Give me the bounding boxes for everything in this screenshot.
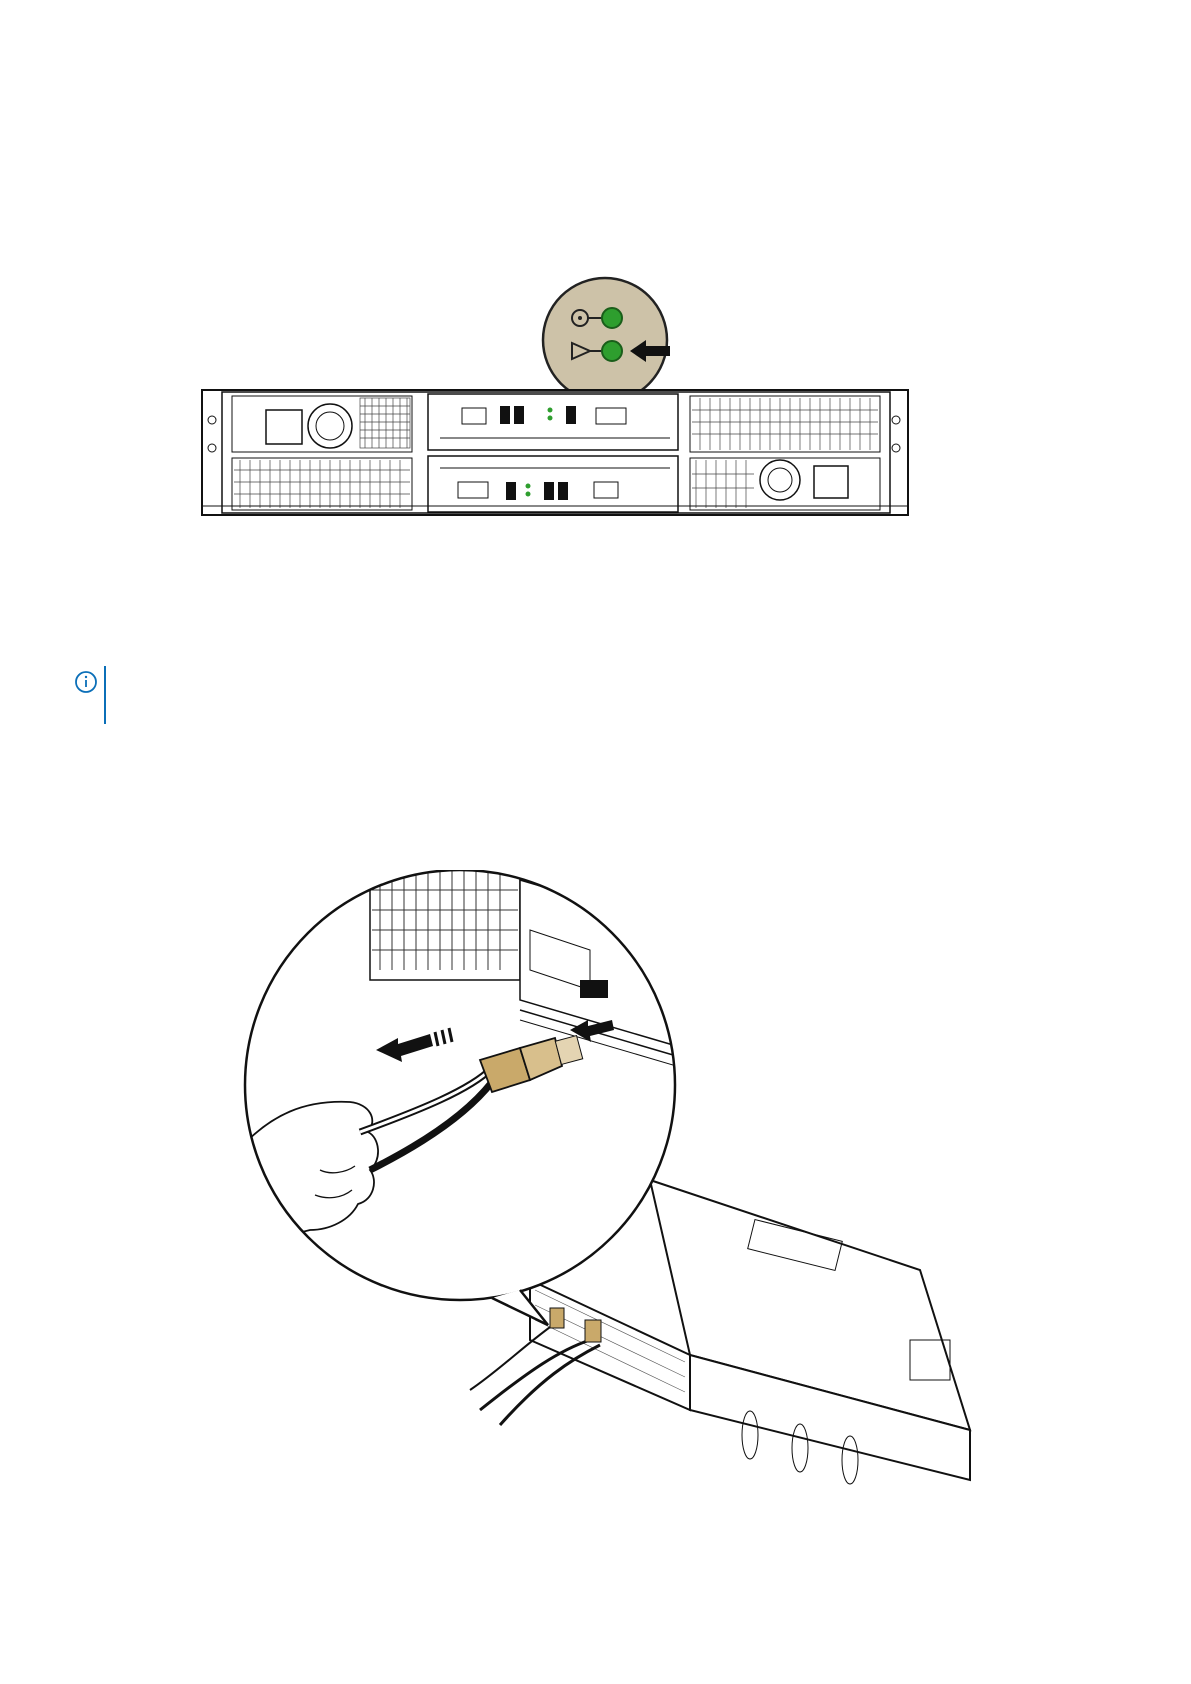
magnified-view: [230, 870, 690, 1325]
enclosure-rear-view-figure: [200, 270, 1000, 570]
note-accent-bar: [104, 666, 106, 724]
fault-led: [602, 341, 622, 361]
info-icon: [74, 670, 98, 694]
controller-module-top: [428, 394, 678, 450]
cable-removal-figure: [230, 870, 1010, 1490]
note-block: [74, 666, 154, 726]
enclosure-chassis: [202, 390, 908, 515]
power-led: [602, 308, 622, 328]
